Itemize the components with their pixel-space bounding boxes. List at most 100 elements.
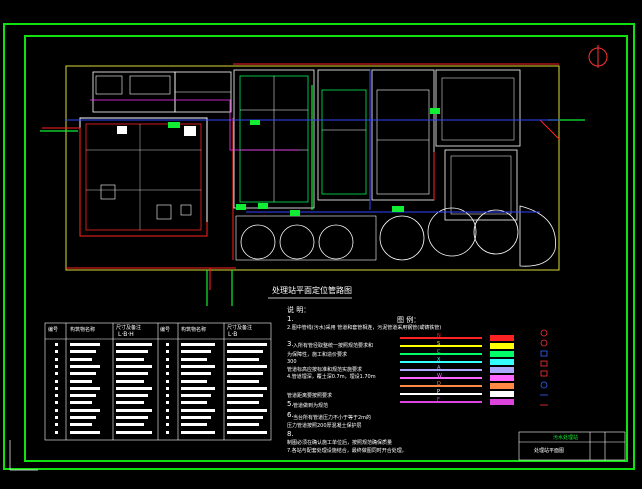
site-boundary [65, 65, 560, 271]
outer-frame [3, 23, 635, 470]
table-row-marker [166, 430, 169, 434]
legend-swatch [490, 399, 514, 405]
legend-symbols [540, 329, 548, 406]
table-row-marker [55, 364, 58, 368]
note-8: 8. [287, 430, 294, 438]
note-4: 4.管道埋深，覆土深0.7m，埋设1.70m [287, 374, 376, 380]
table-row-marker [55, 408, 58, 412]
table-cell [181, 394, 211, 398]
table-cell [70, 386, 100, 390]
table-row-marker [166, 408, 169, 412]
title-block-name: 处理站平面图 [534, 448, 565, 454]
ucs-icon [9, 440, 38, 471]
table-cell [70, 343, 100, 346]
legend-label: A [437, 365, 441, 371]
table-cell [116, 408, 152, 412]
table-row-marker [55, 394, 58, 398]
tank-block-4 [435, 69, 521, 147]
circular-tanks [235, 205, 556, 267]
table-row-marker [166, 401, 169, 405]
table-cell [70, 430, 100, 434]
table-row-marker [166, 386, 169, 390]
note-extra-9: 制图必须在确认施工单位后，按照规范确保质量 [287, 440, 393, 446]
note-3: 3. [287, 340, 294, 348]
table-row-marker [55, 372, 58, 376]
table-cell [116, 394, 148, 398]
table-row-marker [55, 379, 58, 383]
tank-block-1 [233, 69, 315, 209]
title-block-company: 污水处理站 [553, 435, 579, 441]
legend-label: W [437, 373, 442, 379]
note-1: 1. [287, 315, 294, 323]
north-arrow-icon [588, 45, 608, 68]
note-2: 2.图中管线(污水)采用 管道和套管相连，污泥管道采用钢管(或铸铁管) [287, 325, 442, 331]
table-cell [181, 364, 215, 368]
table-header-lb: L·B [228, 331, 238, 338]
legend-line-c [400, 353, 482, 355]
note-extra-6: 管道做到为规范 [293, 403, 329, 409]
table-row-marker [166, 357, 169, 361]
note-extra-1: 入所有管径取整统一按照规范要求和 [293, 343, 374, 349]
legend-line-p [400, 393, 482, 395]
table-cell [70, 408, 100, 412]
legend-label: S [437, 341, 441, 347]
pipe-red [42, 63, 561, 290]
legend-title: 图 例： [397, 316, 421, 324]
note-5: 5. [287, 400, 294, 408]
table-cell [227, 394, 263, 398]
table-row-marker [55, 386, 58, 390]
legend-line-f [400, 401, 482, 403]
table-cell [227, 343, 267, 346]
legend-label: N [437, 333, 441, 339]
table-cell [116, 423, 144, 427]
legend-swatch [490, 335, 514, 341]
table-cell [70, 379, 92, 383]
table-row-marker [166, 423, 169, 427]
notes-title: 说 明： [287, 306, 311, 314]
table-cell [181, 379, 207, 383]
table-cell [70, 416, 96, 419]
table-row-marker [166, 350, 169, 354]
table-cell [181, 408, 215, 412]
table-row-marker [166, 372, 169, 376]
tank-block-2 [317, 69, 371, 201]
table-row-marker [166, 416, 169, 419]
table-cell [116, 372, 148, 376]
legend-label: C [437, 349, 441, 355]
table-cell [70, 423, 92, 427]
table-cell [116, 386, 152, 390]
table-cell [116, 350, 148, 354]
note-6: 6. [287, 411, 294, 419]
table-row-marker [166, 343, 169, 346]
table-cell [116, 357, 144, 361]
table-cell [227, 350, 263, 354]
table-cell [181, 401, 207, 405]
title-block [518, 431, 626, 461]
table-cell [116, 416, 148, 419]
table-cell [70, 364, 100, 368]
table-row-marker [55, 416, 58, 419]
legend-line-n [400, 337, 482, 339]
tank-block-3 [371, 69, 435, 201]
table-cell [181, 416, 211, 419]
table-row-marker [55, 357, 58, 361]
table-cell [227, 372, 263, 376]
legend-label: F [437, 397, 440, 403]
table-row-marker [55, 430, 58, 434]
table-cell [116, 401, 144, 405]
table-cell [181, 423, 207, 427]
table-cell [227, 401, 259, 405]
table-cell [70, 394, 96, 398]
table-cell [227, 386, 267, 390]
legend-label: X [437, 357, 441, 363]
note-extra-2: 为保障性，施工和造价要求 [287, 352, 348, 358]
table-cell [227, 379, 259, 383]
table-row-marker [55, 343, 58, 346]
table-header-name-2: 构筑物名称 [181, 327, 207, 333]
legend-swatch [490, 375, 514, 381]
table-row-marker [55, 423, 58, 427]
table-header-size-2: 尺寸及备注 [227, 325, 253, 331]
table-cell [227, 357, 259, 361]
table-cell [116, 343, 152, 346]
